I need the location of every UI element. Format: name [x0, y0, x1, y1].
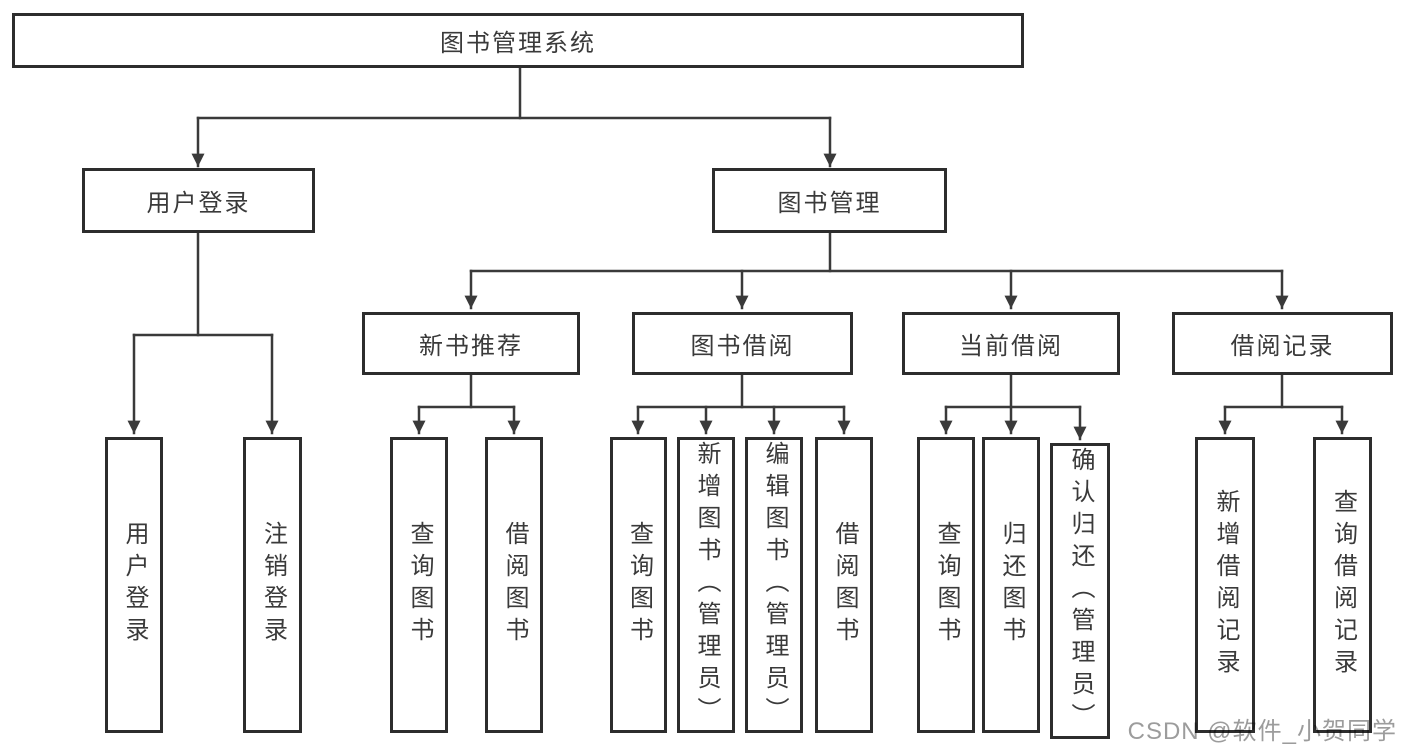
leaf-recommend-query-books: 查询图书	[390, 437, 448, 733]
node-root-library-system: 图书管理系统	[12, 13, 1024, 68]
leaf-current-return-books: 归还图书	[982, 437, 1040, 733]
leaf-records-add-record-label: 新增借阅记录	[1212, 489, 1239, 681]
leaf-records-query-record-label: 查询借阅记录	[1329, 489, 1357, 681]
leaf-records-query-record: 查询借阅记录	[1313, 437, 1372, 733]
leaf-user-login-label: 用户登录	[121, 521, 148, 649]
leaf-borrow-edit-books-admin: 编辑图书（管理员）	[745, 437, 803, 733]
leaf-recommend-query-books-label: 查询图书	[406, 521, 433, 649]
leaf-borrow-query-books-label: 查询图书	[625, 521, 653, 649]
leaf-borrow-edit-books-admin-label: 编辑图书（管理员）	[761, 441, 788, 729]
leaf-logout-label: 注销登录	[259, 521, 287, 649]
leaf-current-confirm-return-admin: 确认归还（管理员）	[1050, 443, 1110, 739]
leaf-user-login: 用户登录	[105, 437, 163, 733]
leaf-current-confirm-return-admin-label: 确认归还（管理员）	[1067, 447, 1094, 735]
node-book-borrow: 图书借阅	[632, 312, 853, 375]
leaf-current-return-books-label: 归还图书	[998, 521, 1025, 649]
leaf-logout: 注销登录	[243, 437, 302, 733]
leaf-borrow-borrow-books-label: 借阅图书	[831, 521, 858, 649]
node-new-book-recommend: 新书推荐	[362, 312, 580, 375]
leaf-current-query-books: 查询图书	[917, 437, 975, 733]
leaf-recommend-borrow-books-label: 借阅图书	[501, 521, 528, 649]
node-current-borrow: 当前借阅	[902, 312, 1120, 375]
node-user-login: 用户登录	[82, 168, 315, 233]
node-borrow-records: 借阅记录	[1172, 312, 1393, 375]
leaf-records-add-record: 新增借阅记录	[1195, 437, 1255, 733]
leaf-borrow-add-books-admin-label: 新增图书（管理员）	[693, 441, 720, 729]
leaf-recommend-borrow-books: 借阅图书	[485, 437, 543, 733]
csdn-watermark: CSDN @软件_小贺同学	[1127, 718, 1397, 745]
leaf-borrow-borrow-books: 借阅图书	[815, 437, 873, 733]
leaf-borrow-query-books: 查询图书	[610, 437, 667, 733]
node-book-management: 图书管理	[712, 168, 947, 233]
leaf-current-query-books-label: 查询图书	[933, 521, 960, 649]
leaf-borrow-add-books-admin: 新增图书（管理员）	[677, 437, 735, 733]
